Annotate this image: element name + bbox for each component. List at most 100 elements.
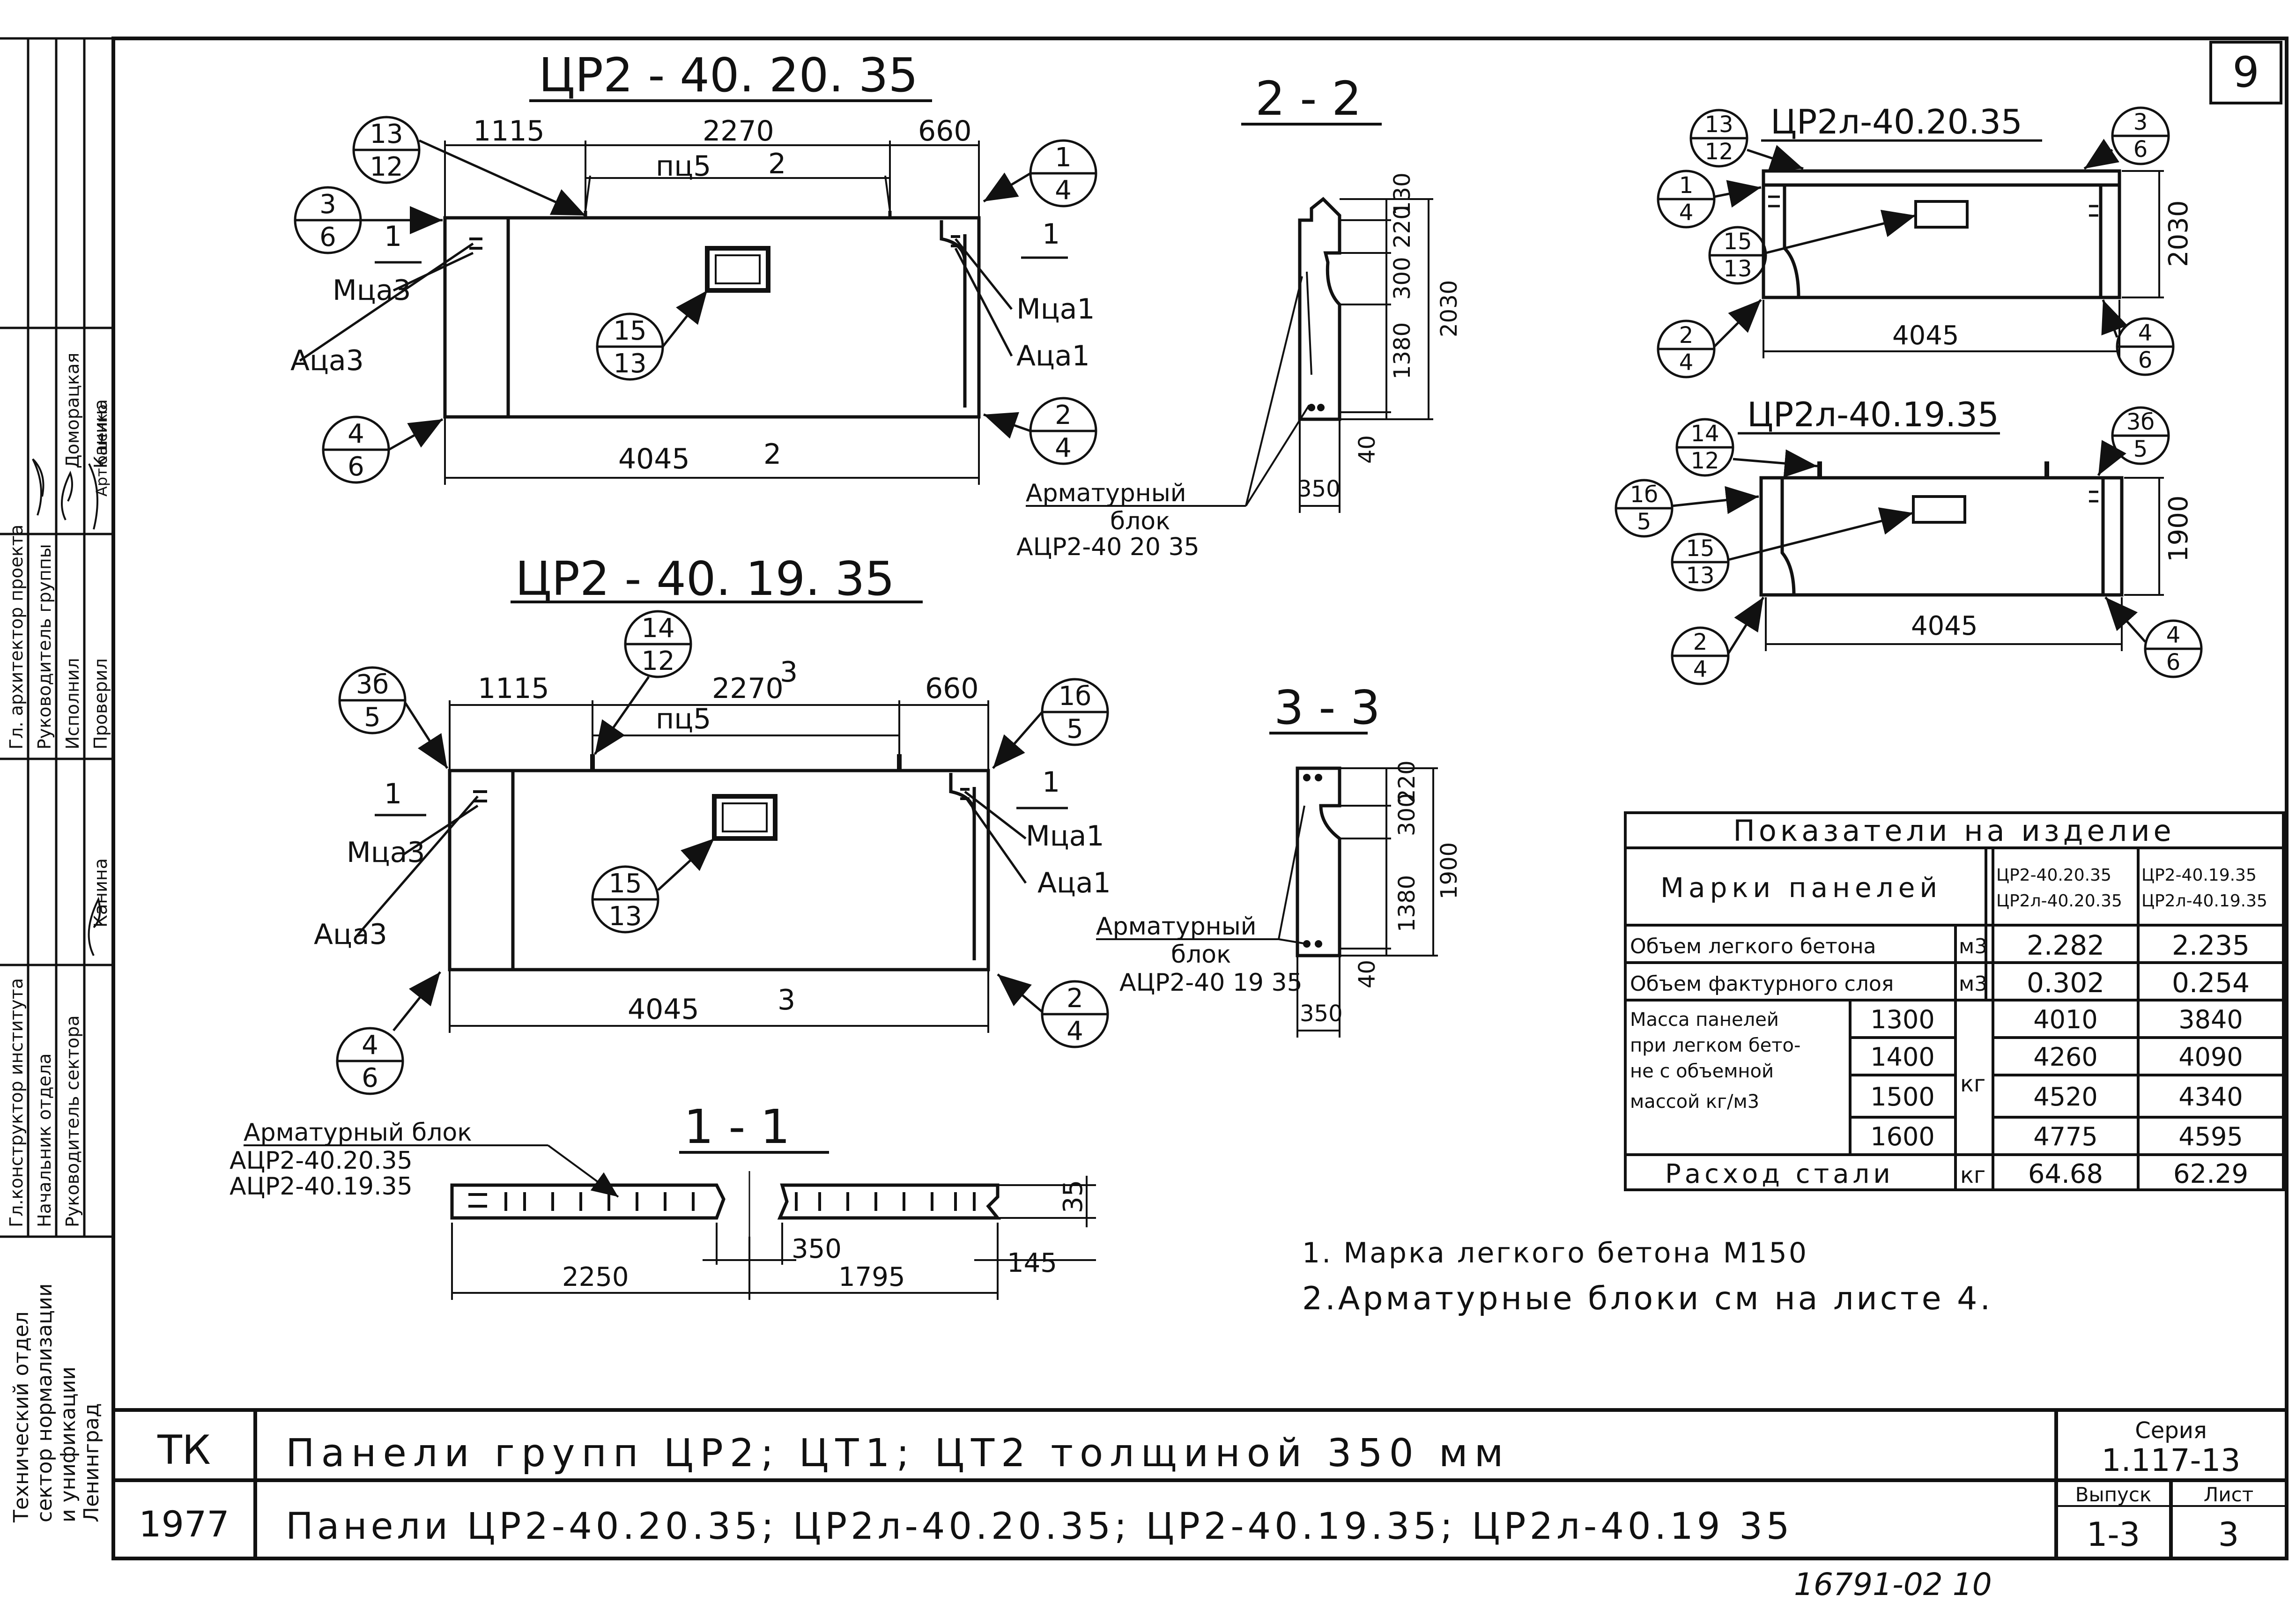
indicators-table: Показатели на изделие Марки панелей ЦР2-… <box>1624 811 2285 1191</box>
dim-1795: 1795 <box>838 1262 905 1292</box>
callout-15-13-bot-b: 13 <box>608 901 642 932</box>
mass-1300-v1: 4010 <box>2033 1005 2097 1034</box>
view-section-3-3: 3 - 3 220 300 1380 40 1900 350 <box>1096 680 1462 1038</box>
sheet-number: 9 <box>2232 48 2259 97</box>
tb-series: 1.117-13 <box>2102 1442 2241 1478</box>
s1-c4-top: 15 <box>1723 229 1752 255</box>
cut-1-right: 1 <box>1042 218 1060 251</box>
section-mark-2-top: 2 <box>768 148 786 180</box>
role-sector-head: Руководитель сектора <box>62 1015 83 1227</box>
small2-title: ЦР2л-40.19.35 <box>1747 395 1999 434</box>
steel-unit: кг <box>1960 1162 1985 1188</box>
tb-issue-label: Выпуск <box>2075 1483 2152 1506</box>
callout-2-4-bot-b: 4 <box>1067 1016 1083 1046</box>
label-atsa1-b: Аца1 <box>1037 867 1111 899</box>
mass-label-3: не с объемной <box>1630 1061 1774 1082</box>
tb-year: 1977 <box>139 1503 229 1545</box>
dim-1380-b: 1380 <box>1394 875 1420 932</box>
mass-label-1: Масса панелей <box>1630 1009 1779 1031</box>
note-1: 1. Марка легкого бетона М150 <box>1302 1237 1808 1269</box>
role-executed: Исполнил <box>62 658 83 749</box>
section-3-3-title: 3 - 3 <box>1274 680 1380 735</box>
tb-issue: 1-3 <box>2087 1515 2140 1554</box>
org-line-1: Технический отдел <box>9 1311 33 1523</box>
mass-density-1600: 1600 <box>1870 1122 1934 1151</box>
dim-2250: 2250 <box>562 1262 629 1292</box>
s2-c6-bot: 6 <box>2166 649 2181 675</box>
role-checked: Проверил <box>90 658 111 749</box>
s1-c2-bot: 6 <box>2133 136 2148 163</box>
footer-code: 16791-02 10 <box>1794 1566 1992 1603</box>
dim-350: 350 <box>1297 476 1341 502</box>
row-facing-v2: 0.254 <box>2172 967 2250 999</box>
table-title: Показатели на изделие <box>1733 814 2175 848</box>
callout-3-6-bot: 6 <box>319 222 336 252</box>
dim-145: 145 <box>1007 1248 1057 1278</box>
role-group-lead: Руководитель группы <box>34 544 55 749</box>
dim-4045: 4045 <box>618 443 690 475</box>
dim-40-b: 40 <box>1354 960 1380 988</box>
callout-1b-5-bot: 5 <box>1067 714 1083 744</box>
s1-c5-bot: 4 <box>1679 349 1694 376</box>
signature-marks <box>32 458 101 956</box>
tb-title-1: Панели групп ЦР2; ЦТ1; ЦТ2 толщиной 350 … <box>286 1431 1510 1476</box>
dim-300-b: 300 <box>1394 793 1420 836</box>
mass-unit: кг <box>1960 1071 1985 1097</box>
dim-4045-b: 4045 <box>628 993 699 1026</box>
s1-c6-bot: 6 <box>2138 347 2153 373</box>
s2-c1-bot: 12 <box>1690 448 1719 474</box>
table-col1-a: ЦР2-40.20.35 <box>1996 866 2111 885</box>
sec33-label-2: блок <box>1171 941 1231 969</box>
callout-4-6-top: 4 <box>348 419 364 449</box>
mass-1500-v1: 4520 <box>2033 1082 2097 1112</box>
loop-label: пц5 <box>656 150 711 183</box>
view-title-402035: ЦР2 - 40. 20. 35 <box>539 48 918 103</box>
row-concrete-unit: м3 <box>1959 935 1987 958</box>
sheet-frame <box>111 37 2289 1560</box>
callout-3b-5-top: 3б <box>356 669 389 700</box>
small2-dim-4045: 4045 <box>1911 611 1978 641</box>
mass-1500-v2: 4340 <box>2178 1082 2243 1112</box>
callout-1b-5-top: 1б <box>1059 681 1091 712</box>
panel-outline-402035 <box>443 216 981 419</box>
table-header-label: Марки панелей <box>1660 872 1942 904</box>
tb-series-label: Серия <box>2135 1417 2207 1444</box>
cut-1-right-b: 1 <box>1042 766 1060 799</box>
small2-dim-1900: 1900 <box>2163 495 2194 562</box>
label-mtsa3: Мца3 <box>333 274 411 307</box>
label-atsa3: Аца3 <box>290 344 364 377</box>
sec11-label-1: Арматурный блок <box>244 1119 472 1147</box>
section-2-2-title: 2 - 2 <box>1255 71 1362 126</box>
dim-130: 130 <box>1389 172 1415 215</box>
row-facing-v1: 0.302 <box>2027 967 2104 999</box>
tb-sheet: 3 <box>2218 1515 2239 1554</box>
steel-v2: 62.29 <box>2173 1159 2248 1189</box>
s2-c1-top: 14 <box>1690 421 1719 447</box>
s1-c3-bot: 4 <box>1679 200 1694 226</box>
dim-220: 220 <box>1389 205 1415 248</box>
role-gap: Гл. архитектор проекта <box>6 525 27 749</box>
dim-350-c: 350 <box>792 1234 842 1264</box>
s2-c5-top: 2 <box>1693 629 1708 655</box>
dim-1115-b: 1115 <box>478 672 549 705</box>
dim-350-b: 350 <box>1300 1001 1343 1027</box>
callout-14-12-bot: 12 <box>641 646 674 676</box>
dim-40: 40 <box>1354 435 1380 464</box>
callout-13-12-top: 13 <box>370 119 403 149</box>
s1-c6-top: 4 <box>2138 320 2153 346</box>
sec11-label-3: АЦР2-40.19.35 <box>230 1172 413 1201</box>
role-chief-engineer: Гл.конструктор института <box>6 978 27 1227</box>
callout-4-6-bot-b: 6 <box>362 1063 378 1093</box>
callout-2-4-bot: 4 <box>1055 433 1072 463</box>
dim-660: 660 <box>918 115 972 148</box>
table-col2-b: ЦР2л-40.19.35 <box>2141 891 2267 911</box>
view-title-401935: ЦР2 - 40. 19. 35 <box>515 551 895 606</box>
s1-c5-top: 2 <box>1679 322 1694 349</box>
s1-c1-top: 13 <box>1704 111 1733 138</box>
steel-v1: 64.68 <box>2028 1159 2103 1189</box>
callout-3-6-top: 3 <box>319 189 336 220</box>
mass-1600-v2: 4595 <box>2178 1122 2243 1151</box>
tb-org: ТК <box>157 1427 211 1474</box>
s2-c3-top: 1б <box>1630 482 1658 508</box>
